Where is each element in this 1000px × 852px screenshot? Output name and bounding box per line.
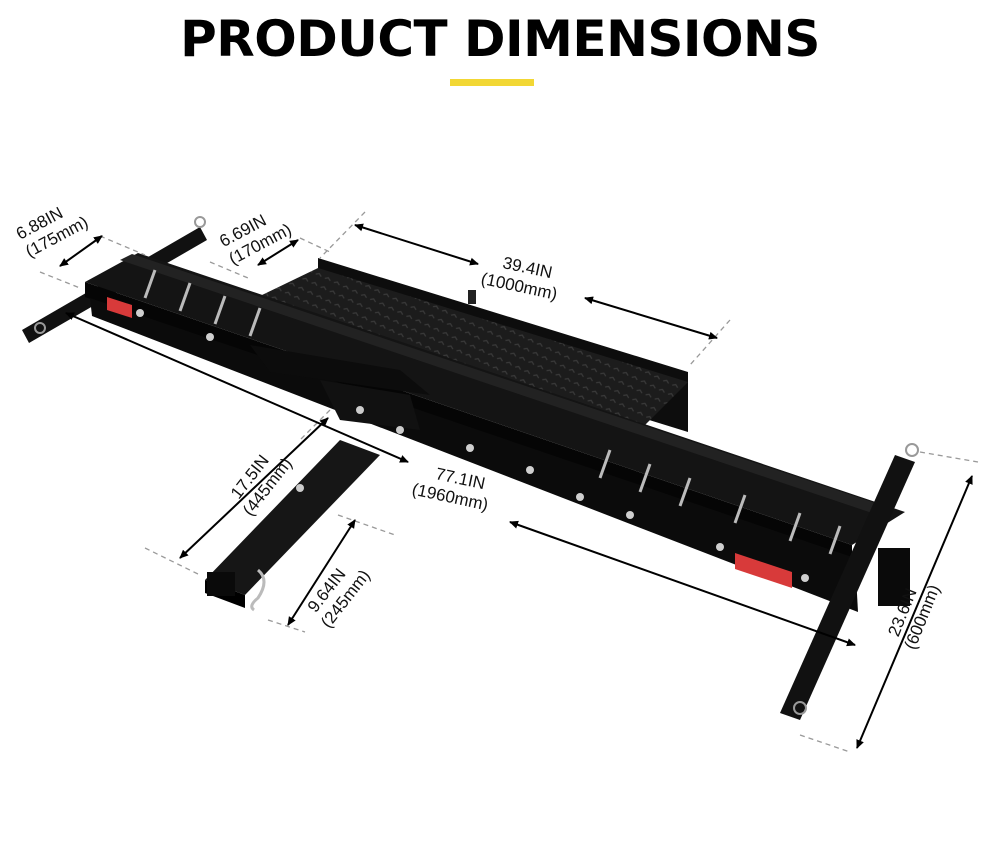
title-underline (450, 79, 534, 86)
arrow-platform-length-left (354, 223, 479, 266)
arrow-total-width (856, 475, 973, 749)
arrow-rail-width (257, 239, 299, 266)
motorcycle-carrier-image (22, 216, 919, 720)
arrow-hitch-bar (287, 519, 356, 626)
arrow-total-length-left (65, 312, 409, 463)
main-rail (85, 253, 905, 612)
arrow-tray-width (59, 235, 103, 267)
arrow-platform-length-right (584, 296, 718, 340)
page-title: PRODUCT DIMENSIONS (180, 10, 820, 68)
arrow-total-length-right (509, 520, 856, 647)
dimension-annotations: 6.88IN (175mm) 6.69IN (170mm) 39.4IN (10… (13, 203, 979, 753)
